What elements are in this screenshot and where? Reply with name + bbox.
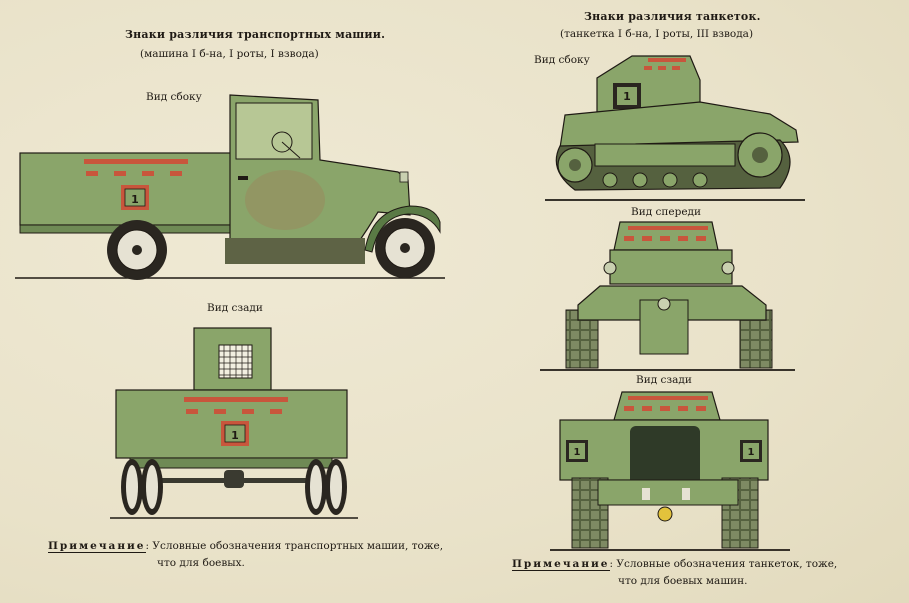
truck-note-line2: что для боевых. [157, 557, 245, 569]
tankette-front-label: Вид спереди [631, 206, 702, 218]
tankette-rear-number-box-right [743, 443, 759, 459]
truck-side-number: 1 [131, 193, 139, 206]
truck-side-label: Вид сбоку [146, 91, 202, 103]
tankette-note-head: Примечание [512, 558, 610, 571]
tankette-rear-label: Вид сзади [636, 374, 692, 386]
truck-rear-view [110, 327, 358, 519]
tankette-title: Знаки различия танкеток. [584, 10, 761, 23]
truck-title: Знаки различия транспортных машии. [125, 28, 386, 41]
tankette-rear-number-right: 1 [748, 447, 755, 458]
truck-side-view [15, 94, 445, 280]
tankette-note-line1: : Условные обозначения танкеток, тоже, [609, 558, 838, 570]
truck-note-line1: : Условные обозначения транспортных маши… [145, 540, 444, 552]
tankette-note-line2: что для боевых машин. [618, 575, 748, 587]
truck-subtitle: (машина I б-на, I роты, I взвода) [140, 48, 319, 60]
tankette-note: Примечание: Условные обозначения танкето… [512, 557, 837, 572]
tankette-subtitle: (танкетка I б-на, I роты, III взвода) [560, 28, 754, 40]
tankette-rear-number-left: 1 [574, 447, 581, 458]
truck-note: Примечание: Условные обозначения транспо… [48, 539, 443, 554]
tankette-rear-view [550, 391, 790, 551]
truck-rear-label: Вид сзади [207, 302, 263, 314]
tankette-side-number-box [617, 87, 637, 105]
truck-rear-number: 1 [231, 429, 239, 442]
tankette-rear-number-box-left [569, 443, 585, 459]
tankette-side-number: 1 [623, 90, 631, 103]
tankette-front-view [540, 221, 795, 371]
tankette-side-label: Вид сбоку [534, 54, 590, 66]
tankette-side-view [545, 55, 805, 201]
truck-note-head: Примечание [48, 540, 146, 553]
